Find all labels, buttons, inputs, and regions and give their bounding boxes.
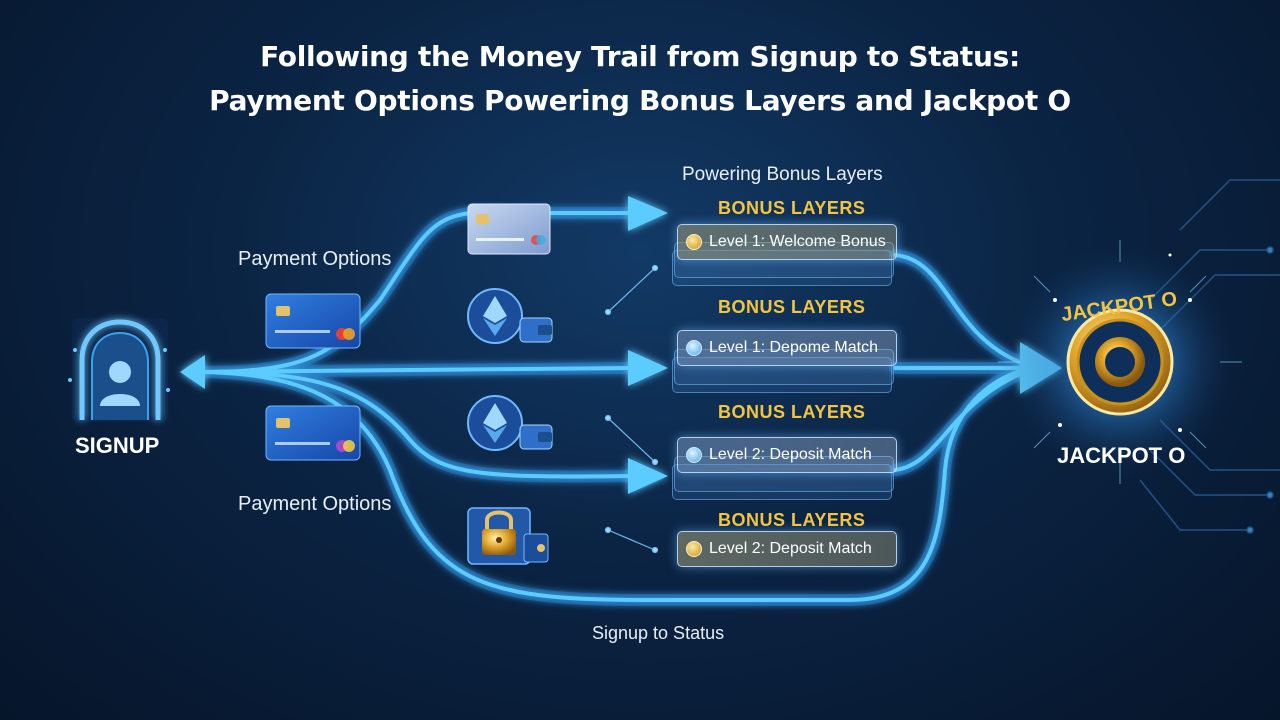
bonus-level-card: Level 2: Deposit Match bbox=[677, 437, 897, 473]
payment-options-label-top: Payment Options bbox=[238, 248, 392, 270]
signup-to-status-label: Signup to Status bbox=[592, 623, 725, 643]
ethereum-wallet-icon bbox=[467, 288, 553, 344]
bonus-level-card: Level 1: Welcome Bonus bbox=[677, 224, 897, 260]
bonus-level-label: Level 2: Deposit Match bbox=[709, 540, 872, 557]
arrow-to-level2-deposit bbox=[628, 458, 668, 494]
powering-bonus-header: Powering Bonus Layers bbox=[682, 164, 883, 185]
page-title-line2: Payment Options Powering Bonus Layers an… bbox=[209, 84, 1071, 117]
page-title-line1: Following the Money Trail from Signup to… bbox=[260, 40, 1020, 73]
blue-coin-icon bbox=[686, 340, 702, 356]
blue-coin-icon bbox=[686, 447, 702, 463]
bonus-level-label: Level 1: Depome Match bbox=[709, 339, 878, 356]
bonus-level-card: Level 1: Depome Match bbox=[677, 330, 897, 366]
arrow-to-level1-welcome bbox=[628, 196, 668, 231]
ethereum-wallet-icon bbox=[467, 395, 553, 451]
credit-card-icon bbox=[265, 293, 361, 349]
bonus-level-label: Level 2: Deposit Match bbox=[709, 446, 872, 463]
bonus-layers-title: BONUS LAYERS bbox=[718, 402, 866, 422]
arrow-to-level1-depome bbox=[628, 350, 668, 386]
bonus-layers-title: BONUS LAYERS bbox=[718, 198, 866, 218]
connector-lines bbox=[604, 264, 659, 554]
gold-coin-icon bbox=[686, 541, 702, 557]
arrow-to-signup bbox=[180, 355, 205, 389]
bonus-level-label: Level 1: Welcome Bonus bbox=[709, 233, 886, 250]
bonus-layers-title: BONUS LAYERS bbox=[718, 510, 866, 530]
bonus-layers-title: BONUS LAYERS bbox=[718, 297, 866, 317]
credit-card-icon bbox=[265, 405, 361, 461]
signup-label: SIGNUP bbox=[75, 433, 160, 458]
user-shield-icon bbox=[68, 318, 170, 422]
jackpot-medallion bbox=[998, 240, 1242, 484]
jackpot-label: JACKPOT O bbox=[1057, 443, 1186, 468]
bonus-level-card: Level 2: Deposit Match bbox=[677, 531, 897, 567]
padlock-icon bbox=[467, 507, 549, 565]
gold-coin-icon bbox=[686, 234, 702, 250]
silver-card-icon bbox=[467, 203, 551, 255]
payment-options-label-bottom: Payment Options bbox=[238, 493, 392, 515]
